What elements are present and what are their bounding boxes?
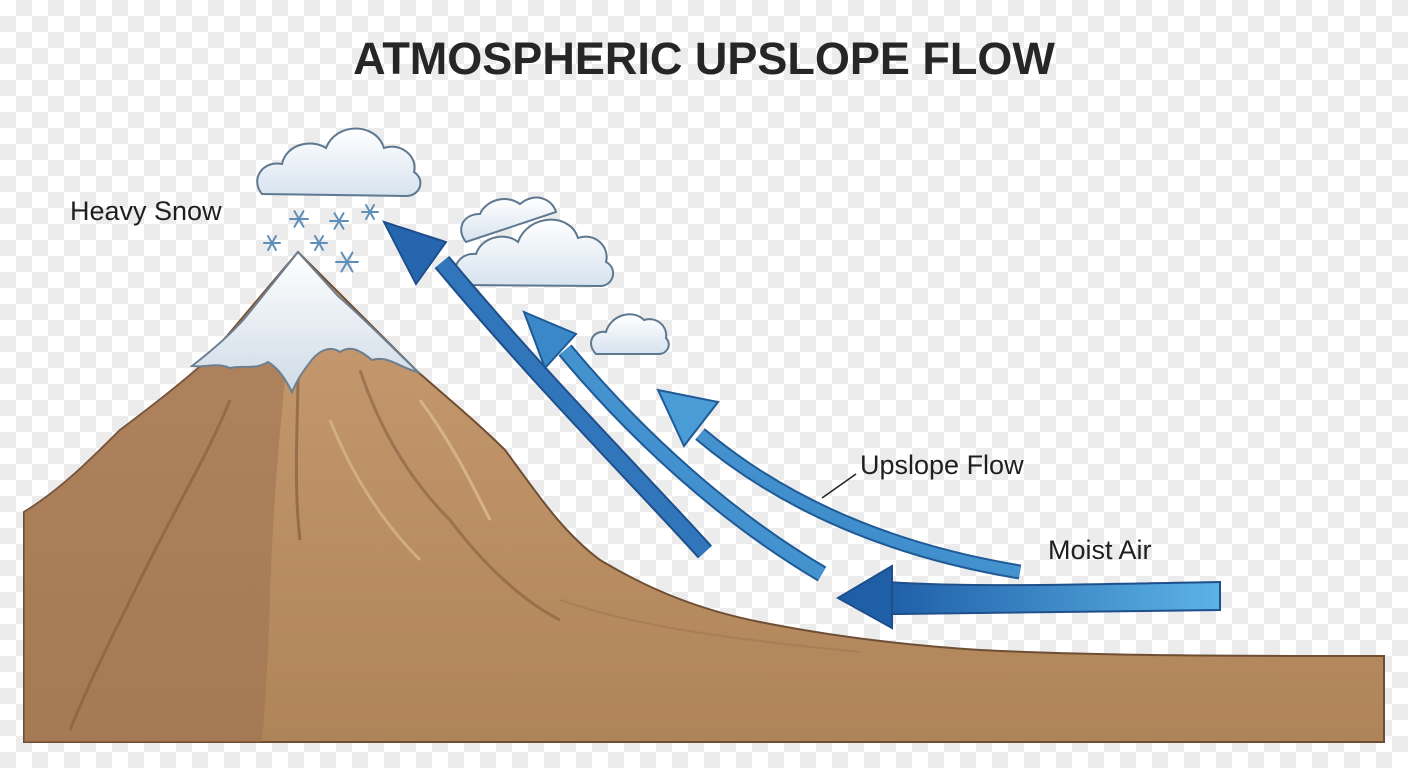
- upslope-arrow-3: [656, 388, 1022, 580]
- diagram-title: ATMOSPHERIC UPSLOPE FLOW: [353, 33, 1055, 84]
- upslope-flow-leader-line: [821, 473, 857, 499]
- label-heavy-snow: Heavy Snow: [70, 196, 222, 226]
- moist-air-arrow: [835, 564, 1221, 630]
- snowflakes: [263, 204, 379, 273]
- label-upslope-flow: Upslope Flow: [860, 450, 1024, 480]
- upslope-arrow-2: [522, 310, 827, 582]
- cloud-summit: [256, 127, 422, 198]
- mountain: [23, 250, 1385, 743]
- upslope-arrow-1: [381, 220, 713, 559]
- label-moist-air: Moist Air: [1048, 535, 1152, 565]
- cloud-middle: [453, 196, 615, 288]
- cloud-small: [590, 313, 670, 355]
